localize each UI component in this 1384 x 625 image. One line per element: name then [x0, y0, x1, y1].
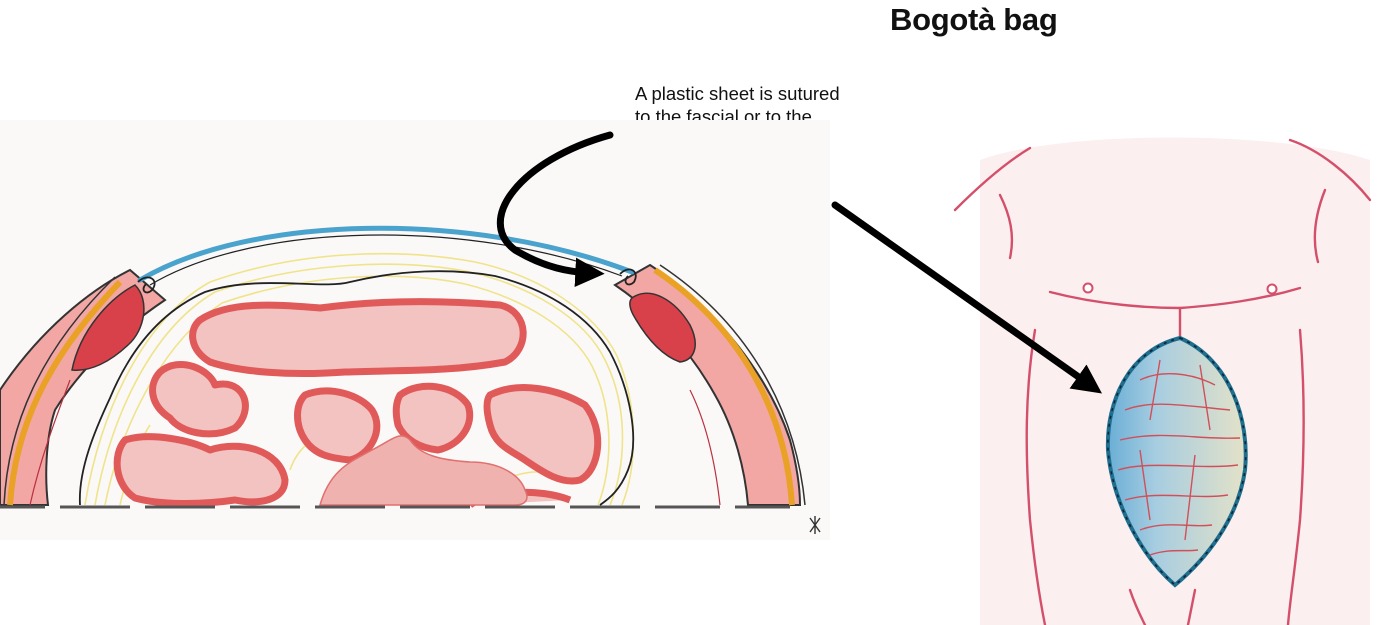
peritoneum-outline: [79, 270, 635, 506]
torso-frontal-view: [953, 137, 1372, 625]
signature-mark: [809, 516, 821, 534]
abdomen-cross-section: [0, 120, 830, 540]
right-abdominal-wall: [613, 263, 806, 506]
arrow-to-wall-edge: [496, 131, 614, 287]
mesentery: [319, 435, 528, 506]
suture-icon: [137, 268, 637, 294]
left-abdominal-wall: [0, 268, 167, 506]
suture-line: [1107, 337, 1247, 587]
caption-line: A plastic sheet is sutured: [635, 83, 840, 104]
figure-title: Bogotà bag: [890, 2, 1058, 37]
bowel-loops: [113, 298, 602, 508]
bowel-vessels: [1117, 359, 1241, 556]
arrow-to-bogota-bag: [831, 201, 1103, 394]
nipple-right: [1266, 283, 1278, 295]
nipple-left: [1082, 282, 1094, 294]
plastic-sheet: [137, 225, 635, 283]
